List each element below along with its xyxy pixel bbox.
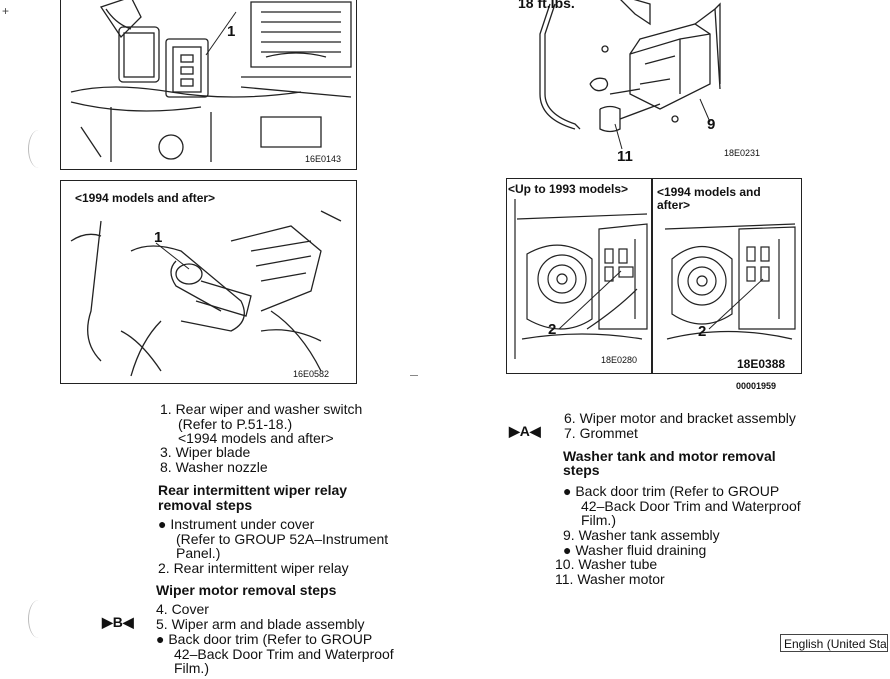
figure-footer-id: 00001959	[736, 381, 777, 391]
list-item: 42–Back Door Trim and Waterproof	[581, 498, 801, 514]
list-item: ● Back door trim (Refer to GROUP	[563, 483, 780, 499]
list-item: <1994 models and after>	[178, 430, 334, 446]
list-item: 4. Cover	[156, 601, 209, 617]
callout-number: 11	[617, 148, 633, 165]
figure-id: 18E0231	[724, 148, 761, 158]
list-item: Film.)	[581, 512, 616, 528]
figure-id: 16E0143	[305, 154, 342, 164]
step-marker-b: ▶B◀	[102, 614, 134, 630]
figure-dashboard-switch: 1 16E0143	[60, 0, 357, 170]
figure-caption: <1994 models and after>	[75, 191, 216, 205]
section-heading: Wiper motor removal steps	[156, 582, 337, 598]
figure-id: 18E0280	[601, 355, 638, 365]
relay-location-illustration	[514, 199, 796, 359]
figure-divider	[651, 179, 653, 373]
list-item: 3. Wiper blade	[160, 444, 251, 460]
figure-caption-b-2: after>	[657, 198, 691, 212]
callout-number: 2	[548, 321, 557, 338]
figure-relay-location: <Up to 1993 models> <1994 models and aft…	[506, 178, 802, 374]
figure-caption-a: <Up to 1993 models>	[508, 182, 629, 196]
list-item: 9. Washer tank assembly	[563, 527, 720, 543]
washer-tank-illustration	[539, 0, 721, 150]
list-item: Film.)	[174, 660, 209, 676]
crop-mark: +	[2, 4, 10, 18]
step-marker-a: ▶A◀	[509, 423, 541, 439]
punch-hole-mark	[28, 600, 49, 638]
section-heading: removal steps	[158, 497, 253, 513]
list-item: ● Instrument under cover	[158, 516, 315, 532]
list-item: 6. Wiper motor and bracket assembly	[564, 410, 796, 426]
list-item: 10. Washer tube	[555, 556, 658, 572]
figure-switch-1994: <1994 models and after> 1 16E0582	[60, 180, 357, 384]
list-item: (Refer to GROUP 52A–Instrument	[176, 531, 389, 547]
figure-washer-tank: 18 ft.lbs. 9 11 18E0231	[518, 0, 790, 172]
list-item: Panel.)	[176, 545, 221, 561]
figure-id: 18E0388	[737, 357, 786, 371]
callout-number: 2	[698, 323, 707, 340]
language-indicator[interactable]: English (United States)	[780, 634, 888, 652]
list-item: 42–Back Door Trim and Waterproof	[174, 646, 394, 662]
callout-number: 1	[227, 23, 236, 40]
list-item: ● Washer fluid draining	[563, 542, 707, 558]
list-item: 2. Rear intermittent wiper relay	[158, 560, 349, 576]
list-item: 7. Grommet	[564, 425, 638, 441]
section-heading: steps	[563, 462, 600, 478]
list-item: 11. Washer motor	[555, 571, 665, 587]
list-item: 5. Wiper arm and blade assembly	[156, 616, 365, 632]
list-item: (Refer to P.51-18.)	[178, 416, 293, 432]
section-heading: Rear intermittent wiper relay	[158, 482, 348, 498]
torque-label: 18 ft.lbs.	[518, 0, 575, 11]
callout-number: 9	[707, 116, 716, 133]
figure-id: 16E0582	[293, 369, 330, 379]
list-item: ● Back door trim (Refer to GROUP	[156, 631, 373, 647]
list-item: 1. Rear wiper and washer switch	[160, 401, 363, 417]
list-item: 8. Washer nozzle	[160, 459, 268, 475]
dashboard-switch-illustration	[70, 0, 352, 162]
figure-caption-b: <1994 models and	[657, 185, 761, 199]
wiper-switch-illustration	[70, 210, 342, 377]
crop-tick	[410, 375, 418, 376]
punch-hole-mark	[28, 130, 49, 168]
section-heading: Washer tank and motor removal	[563, 448, 776, 464]
callout-number: 1	[154, 229, 163, 246]
